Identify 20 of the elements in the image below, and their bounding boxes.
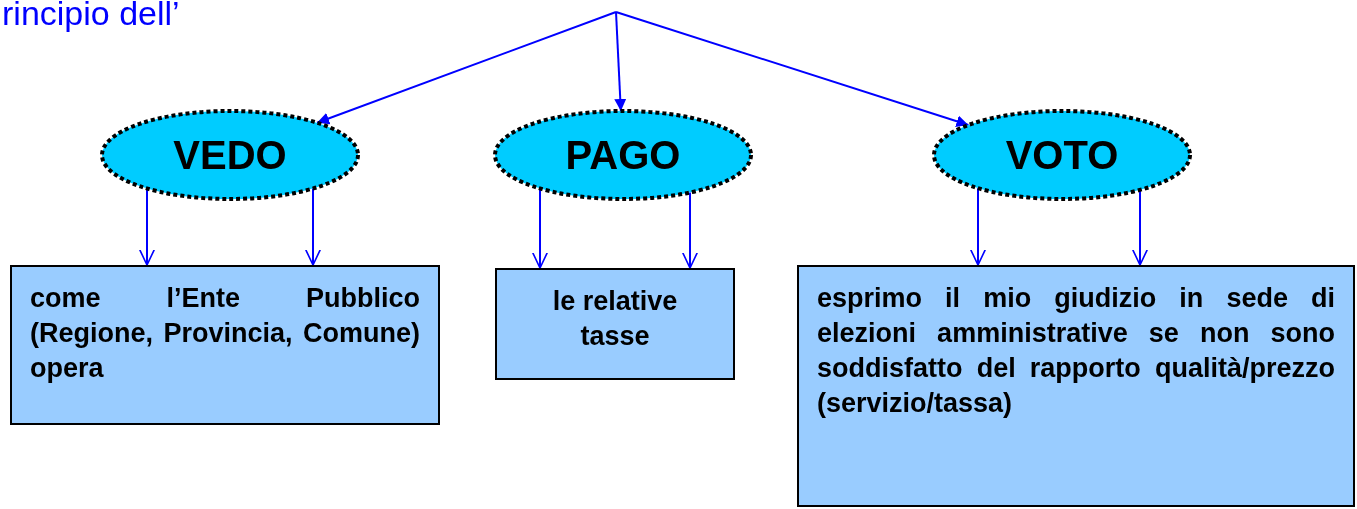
arrow: [615, 11, 970, 128]
arrow: [139, 187, 155, 266]
ellipse-node: [931, 108, 1193, 202]
arrow: [305, 187, 321, 266]
arrow: [970, 187, 986, 266]
heading-text: rincipio dell’: [2, 0, 180, 33]
text-box: [10, 265, 440, 425]
box-text: come l’Ente Pubblico (Regione, Provincia, Comune) opera: [30, 282, 420, 386]
arrow: [532, 187, 548, 269]
ellipse-node: [99, 108, 361, 202]
box-text: le relative tasse: [551, 285, 679, 354]
ellipse-node: [492, 108, 754, 202]
node-label: PAGO: [565, 132, 681, 178]
node-label: VEDO: [173, 132, 287, 178]
arrow: [316, 11, 617, 125]
node-label: VOTO: [1005, 132, 1119, 178]
arrow: [614, 11, 627, 112]
text-box: [495, 268, 735, 380]
box-text: esprimo il mio giudizio in sede di elezioni amministrative se non sono soddisfatto del rapporto qualità/prezzo (servizio/tassa): [817, 282, 1335, 421]
text-box: [797, 265, 1355, 507]
